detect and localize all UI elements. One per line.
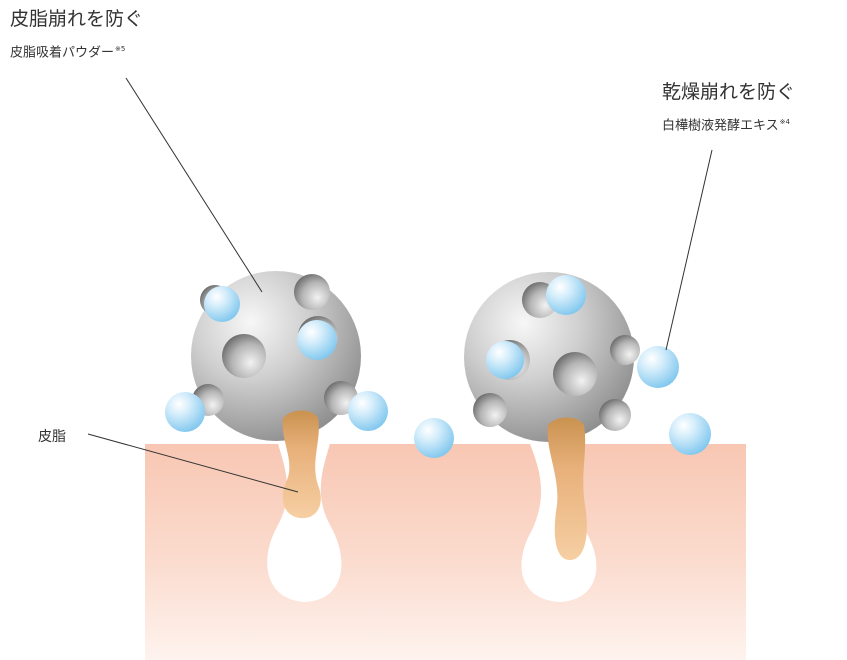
leader-line-sebum: [87, 433, 299, 493]
title-dryness-prevention: 乾燥崩れを防ぐ: [662, 81, 796, 103]
title-sebum-prevention: 皮脂崩れを防ぐ: [10, 8, 144, 30]
label-birch-sap-extract: 白樺樹液発酵エキス※4: [662, 118, 790, 134]
footnote-mark: ※4: [779, 118, 790, 126]
footnote-mark: ※5: [115, 45, 126, 53]
skin-layer: [145, 444, 746, 660]
sebum-stream-right: [547, 417, 587, 560]
water-droplets: [165, 275, 711, 458]
pore-left: [267, 444, 342, 602]
sebum-stream-left: [282, 410, 321, 519]
leader-line-left: [125, 77, 263, 293]
label-text: 白樺樹液発酵エキス: [662, 118, 779, 134]
label-sebum: 皮脂: [38, 429, 66, 445]
leader-line-right: [665, 149, 713, 351]
label-text: 皮脂吸着パウダー: [10, 45, 115, 61]
label-sebum-absorbing-powder: 皮脂吸着パウダー※5: [10, 45, 126, 61]
